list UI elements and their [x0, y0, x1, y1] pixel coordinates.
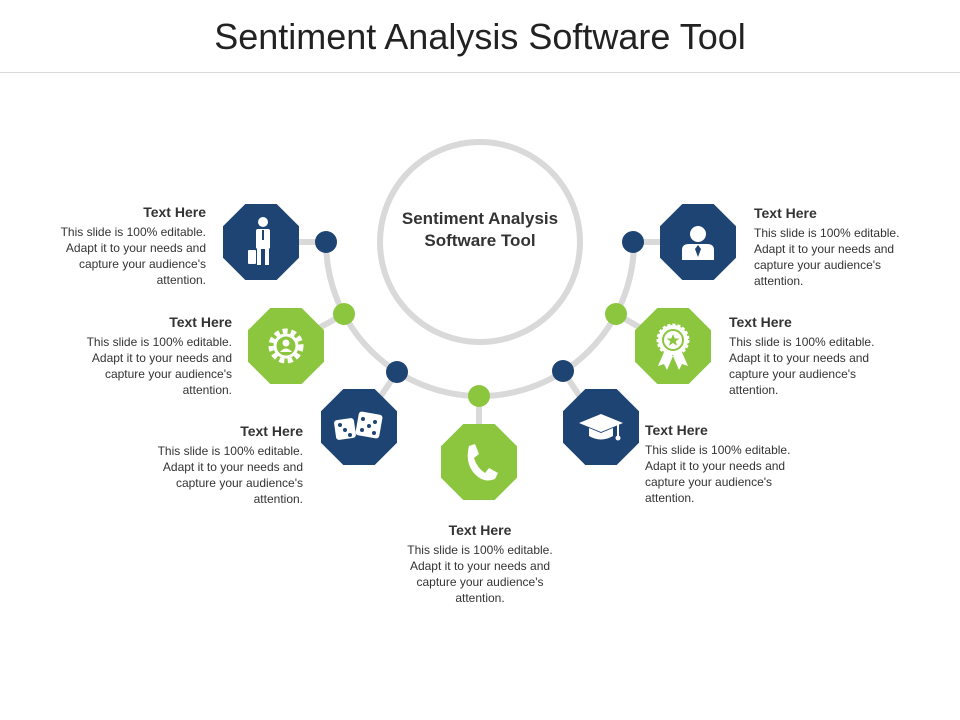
- connector-arc: [323, 241, 637, 399]
- octagon-4: [441, 424, 517, 500]
- item-heading: Text Here: [729, 314, 792, 330]
- text-block-5: Text Here This slide is 100% editable. A…: [645, 422, 795, 506]
- gear-person-icon: [268, 328, 304, 364]
- octagon-2: [248, 308, 324, 384]
- item-heading: Text Here: [754, 205, 817, 221]
- octagon-3: [321, 389, 397, 465]
- item-heading: Text Here: [448, 522, 512, 538]
- connector-dot: [605, 303, 627, 325]
- connector-dot: [468, 385, 490, 407]
- item-heading: Text Here: [169, 314, 232, 330]
- user-icon: [682, 226, 714, 260]
- connector-dot: [552, 360, 574, 382]
- octagon-5: [563, 389, 639, 465]
- award-ribbon-icon: [656, 323, 690, 370]
- octagon-6: [635, 308, 711, 384]
- octagon-7: [660, 204, 736, 280]
- item-body: This slide is 100% editable. Adapt it to…: [407, 543, 553, 605]
- businessman-icon: [248, 217, 270, 265]
- dice-icon: [334, 411, 383, 440]
- item-body: This slide is 100% editable. Adapt it to…: [157, 444, 303, 506]
- title-divider: [0, 72, 960, 73]
- octagon-1: [223, 204, 299, 280]
- graduation-cap-icon: [579, 414, 623, 441]
- connector-dot: [622, 231, 644, 253]
- item-body: This slide is 100% editable. Adapt it to…: [754, 226, 900, 288]
- connector-dot: [315, 231, 337, 253]
- item-body: This slide is 100% editable. Adapt it to…: [60, 225, 206, 287]
- slide-title: Sentiment Analysis Software Tool: [214, 16, 746, 57]
- center-ring: [377, 139, 583, 345]
- item-body: This slide is 100% editable. Adapt it to…: [729, 335, 875, 397]
- text-block-6: Text Here This slide is 100% editable. A…: [729, 314, 879, 398]
- item-heading: Text Here: [240, 423, 303, 439]
- connector-dot: [333, 303, 355, 325]
- item-body: This slide is 100% editable. Adapt it to…: [86, 335, 232, 397]
- item-heading: Text Here: [645, 422, 708, 438]
- text-block-3: Text Here This slide is 100% editable. A…: [153, 423, 303, 507]
- item-body: This slide is 100% editable. Adapt it to…: [645, 443, 791, 505]
- text-block-2: Text Here This slide is 100% editable. A…: [82, 314, 232, 398]
- text-block-4: Text Here This slide is 100% editable. A…: [405, 522, 555, 606]
- item-heading: Text Here: [143, 204, 206, 220]
- text-block-1: Text Here This slide is 100% editable. A…: [56, 204, 206, 288]
- center-label: Sentiment Analysis Software Tool: [401, 209, 559, 250]
- text-block-7: Text Here This slide is 100% editable. A…: [754, 205, 904, 289]
- connector-dot: [386, 361, 408, 383]
- phone-icon: [467, 444, 498, 481]
